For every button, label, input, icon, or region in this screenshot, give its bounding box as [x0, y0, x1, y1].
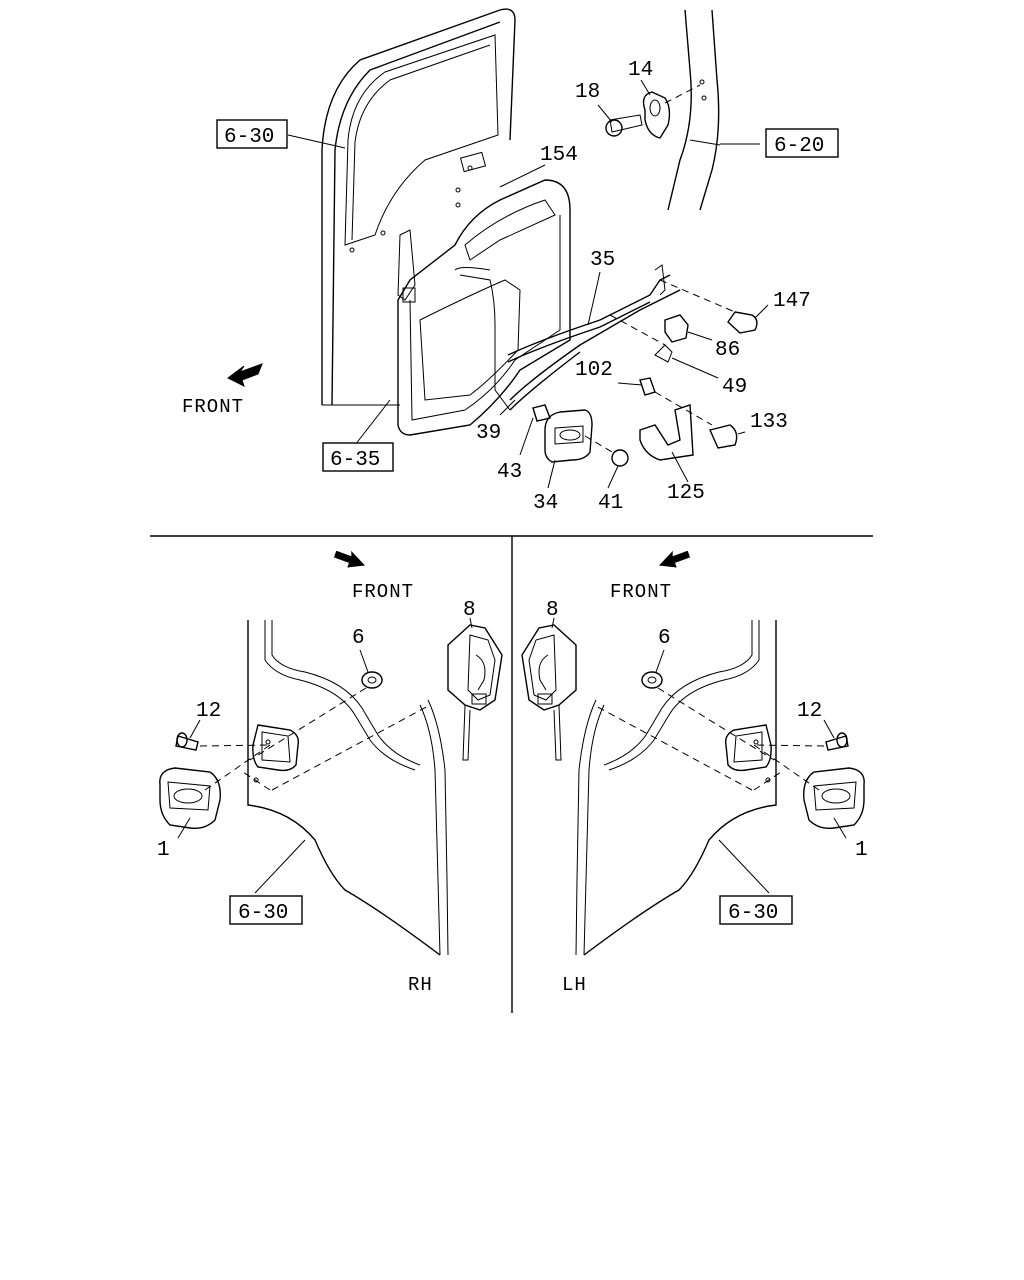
rh-latch-drawing: [447, 624, 503, 761]
top-leaders: [287, 79, 769, 489]
ref-rh-door: 6-30: [238, 902, 288, 925]
part-102: 102: [575, 359, 613, 382]
striker-drawing: [605, 84, 701, 139]
caption-front-top: FRONT: [182, 396, 244, 418]
ref-box-rh-door: [229, 895, 303, 925]
rh-parts-drawing: [159, 671, 431, 830]
part-lh-1: 1: [855, 839, 868, 862]
door-frame-drawing: [321, 8, 516, 406]
ref-box-top-frame: [216, 119, 288, 149]
lh-door-drawing: [575, 620, 777, 956]
ref-top-trim: 6-35: [330, 449, 380, 472]
lh-parts-drawing: [593, 671, 865, 830]
pillar-drawing: [667, 9, 721, 211]
part-18: 18: [575, 81, 600, 104]
rh-leaders: [177, 617, 473, 894]
caption-rh: RH: [408, 974, 433, 996]
ref-box-lh-door: [719, 895, 793, 925]
small-parts-drawing: [532, 311, 758, 467]
part-lh-6: 6: [658, 627, 671, 650]
part-39: 39: [476, 422, 501, 445]
part-rh-6: 6: [352, 627, 365, 650]
part-rh-12: 12: [196, 700, 221, 723]
part-154: 154: [540, 144, 578, 167]
part-lh-8: 8: [546, 599, 559, 622]
caption-lh: LH: [562, 974, 587, 996]
part-lh-12: 12: [797, 700, 822, 723]
part-35: 35: [590, 249, 615, 272]
part-rh-1: 1: [157, 839, 170, 862]
ref-lh-door: 6-30: [728, 902, 778, 925]
part-86: 86: [715, 339, 740, 362]
part-41: 41: [598, 492, 623, 515]
top-assembly: [227, 8, 769, 489]
part-43: 43: [497, 461, 522, 484]
ref-top-pillar: 6-20: [774, 135, 824, 158]
rh-view: [159, 550, 503, 956]
lh-latch-drawing: [521, 624, 577, 761]
door-trim-drawing: [349, 151, 571, 436]
part-133: 133: [750, 411, 788, 434]
lh-leaders: [551, 617, 847, 894]
part-34: 34: [533, 492, 558, 515]
front-arrow-icon: [227, 363, 263, 387]
part-rh-8: 8: [463, 599, 476, 622]
part-14: 14: [628, 59, 653, 82]
part-49: 49: [722, 376, 747, 399]
front-arrow-icon: [658, 550, 691, 568]
rh-door-drawing: [247, 620, 449, 956]
ref-top-frame: 6-30: [224, 126, 274, 149]
ref-box-top-trim: [322, 442, 394, 472]
ref-box-top-pillar: [765, 128, 839, 158]
caption-front-lh: FRONT: [610, 581, 672, 603]
rod-drawing: [454, 264, 736, 411]
lh-view: [521, 550, 865, 956]
part-125: 125: [667, 482, 705, 505]
front-arrow-icon: [333, 550, 366, 568]
caption-front-rh: FRONT: [352, 581, 414, 603]
part-147: 147: [773, 290, 811, 313]
